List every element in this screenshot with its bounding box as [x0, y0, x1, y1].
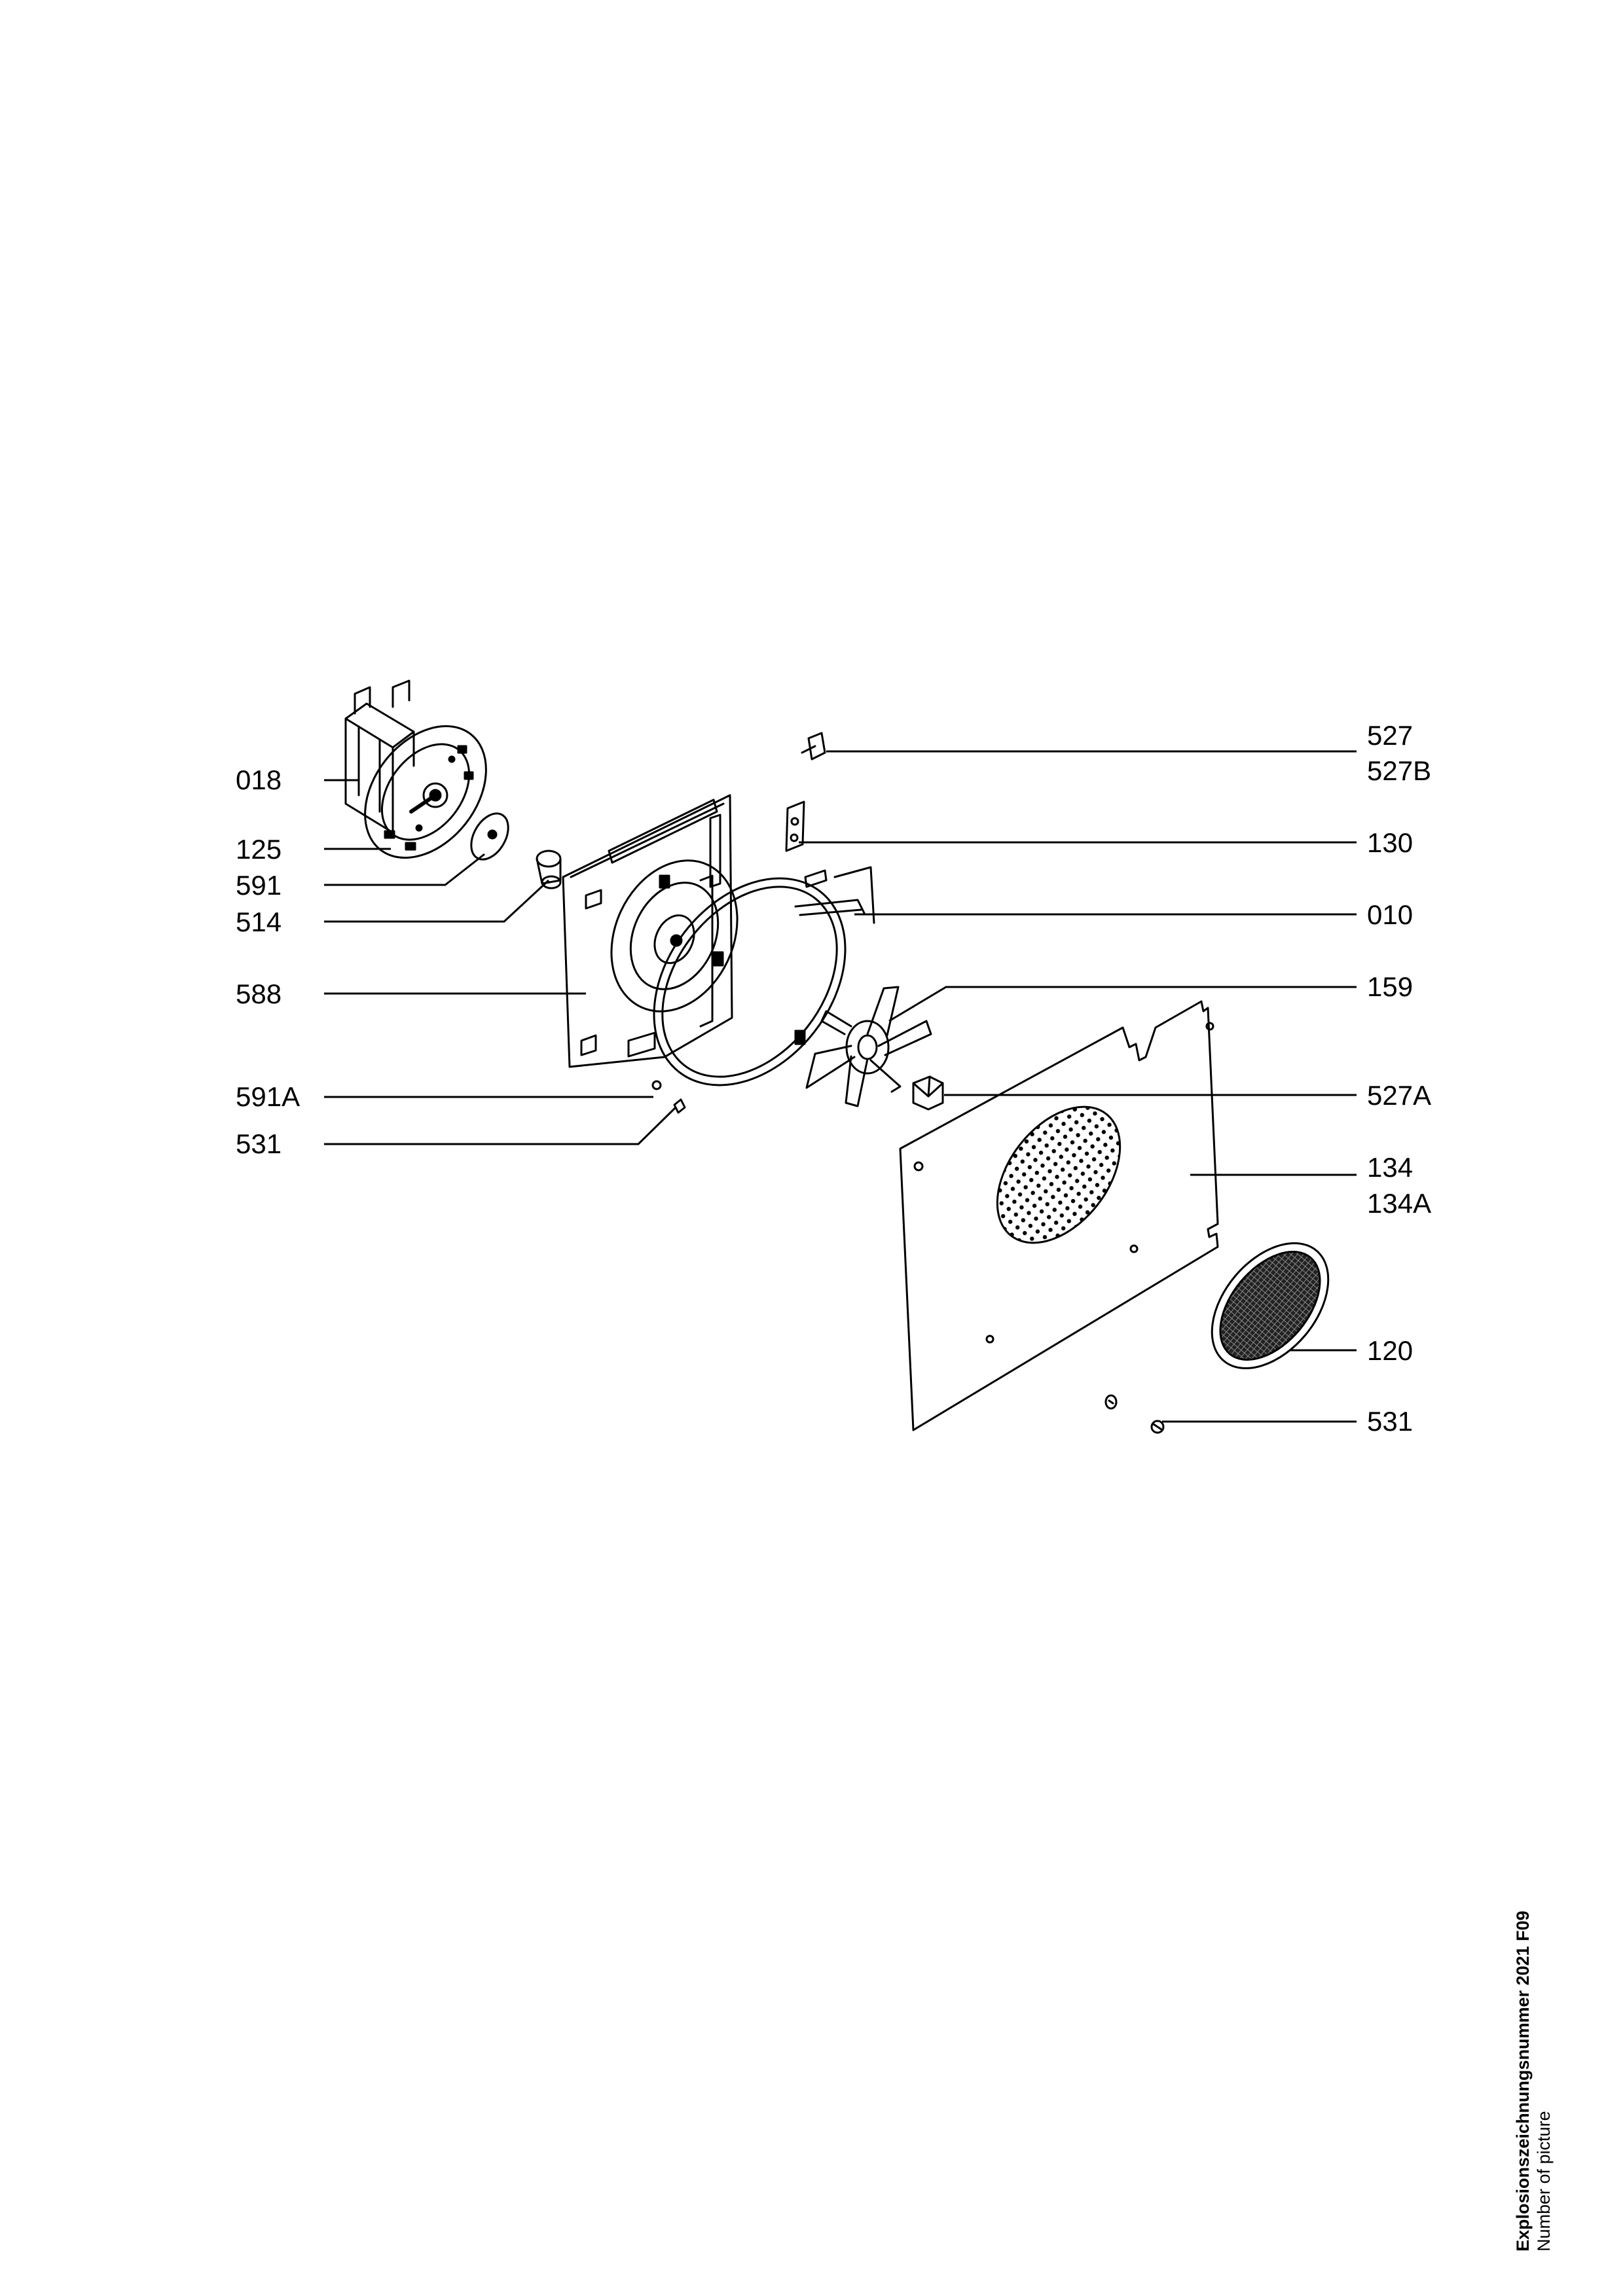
small-screw-parts: [651, 1080, 686, 1114]
panel-screw-parts: [1104, 1394, 1165, 1434]
label-125: 125: [236, 834, 282, 865]
label-588: 588: [236, 978, 282, 1009]
washer-part: [470, 812, 509, 861]
back-plate-part: [562, 794, 739, 1068]
terminal-plate-part: [785, 800, 805, 852]
label-134: 134: [1367, 1152, 1413, 1183]
caption-title: Explosionszeichnungsnummer 2021 F09: [1513, 1910, 1533, 2251]
label-010: 010: [1367, 899, 1413, 930]
label-527A: 527A: [1367, 1080, 1432, 1111]
fan-motor-part: [344, 679, 415, 834]
clip-part: [801, 732, 826, 761]
nut-part: [912, 1075, 944, 1111]
label-514: 514: [236, 906, 282, 937]
caption-subtitle: Number of picture: [1534, 2111, 1554, 2251]
bushing-part: [536, 850, 562, 889]
label-591: 591: [236, 870, 282, 901]
label-159: 159: [1367, 971, 1413, 1002]
label-130: 130: [1367, 827, 1413, 858]
label-134A: 134A: [1367, 1188, 1432, 1219]
label-018: 018: [236, 764, 282, 795]
label-591A: 591A: [236, 1081, 301, 1112]
label-120: 120: [1367, 1335, 1413, 1366]
cover-panel-part: [899, 1000, 1219, 1431]
filter-part: [1211, 1242, 1330, 1370]
leader-lines: [324, 750, 1357, 1423]
picture-caption: Explosionszeichnungsnummer 2021 F09 Numb…: [1512, 1910, 1554, 2251]
fan-wheel-part: [805, 986, 932, 1107]
motor-flange-part: [364, 725, 487, 859]
heating-element-part: [653, 866, 875, 1086]
label-531-left: 531: [236, 1128, 282, 1159]
label-531-right: 531: [1367, 1406, 1413, 1437]
label-527: 527: [1367, 720, 1413, 751]
label-527B: 527B: [1367, 755, 1432, 786]
